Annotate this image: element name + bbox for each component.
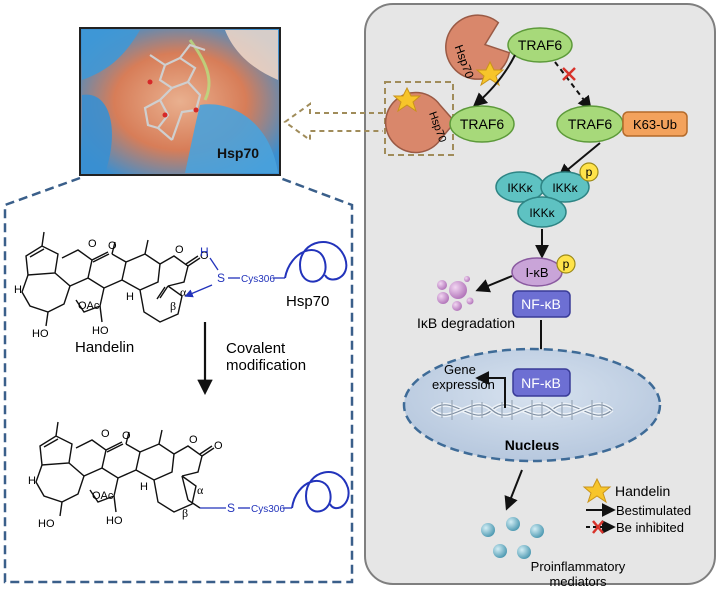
nucleus-label: Nucleus — [505, 437, 560, 453]
proinflammatory-label-1: Proinflammatory — [531, 559, 626, 574]
bot-o-3: O — [189, 434, 198, 446]
step-label-2: modification — [226, 357, 306, 374]
gene-expression-arrow — [475, 371, 506, 408]
k63-ub-box: K63-Ub — [622, 111, 688, 137]
legend: Handelin Bestimulated Be inhibited — [582, 477, 691, 535]
phospho-ikb-label: p — [563, 257, 570, 271]
traf6-top: TRAF6 — [507, 27, 573, 63]
ikb-degradation-label: IκB degradation — [417, 315, 515, 331]
legend-stimulated: Bestimulated — [616, 503, 691, 518]
ikb-label: I-κB — [525, 265, 548, 280]
nfkb-cyto: NF-κB — [512, 290, 571, 318]
traf6-complex: TRAF6 — [449, 105, 515, 143]
legend-handelin: Handelin — [615, 483, 670, 499]
attack-arrow — [184, 284, 213, 298]
proinflammatory-label-2: mediators — [549, 574, 607, 589]
top-h-2: H — [126, 291, 134, 303]
arrow-to-mediators — [504, 469, 523, 511]
handelin-structure-bottom — [35, 421, 215, 517]
hsp70-coil-top-icon — [284, 241, 348, 283]
nfkb-cyto-label: NF-κB — [521, 296, 561, 312]
ikb: I-κB — [511, 257, 563, 287]
handelin-structure-top — [21, 231, 201, 327]
inhibit-x-icon — [562, 67, 576, 81]
mediators-icon — [481, 517, 544, 559]
cys-label-top: Cys306 — [241, 274, 275, 285]
legend-star-icon — [582, 477, 612, 504]
bot-o-1: O — [101, 428, 110, 440]
top-o-1: O — [88, 238, 97, 250]
handelin-star-complex — [392, 86, 422, 113]
top-o-3: O — [175, 244, 184, 256]
bot-alpha: α — [197, 483, 204, 497]
molecular-docking-image: Hsp70 — [79, 27, 281, 176]
phospho-badge-ikk: p — [579, 162, 599, 182]
handelin-label: Handelin — [75, 339, 134, 356]
top-h-1: H — [14, 284, 22, 296]
top-ho-1: HO — [32, 328, 49, 340]
top-alpha: α — [180, 285, 187, 299]
cys-thiol-group: H S Cys306 Hsp70 — [184, 241, 348, 310]
cys-h-label: H — [200, 245, 209, 259]
dna-helix-icon — [430, 400, 614, 420]
arrow-inhibited-ub — [554, 61, 592, 111]
chem-hsp70-label: Hsp70 — [286, 293, 329, 310]
legend-inhibit-x-icon — [592, 520, 604, 534]
cys-s-label-product: S — [227, 501, 235, 515]
arrow-ub-to-ikk — [557, 142, 601, 178]
bot-beta: β — [182, 506, 188, 520]
phospho-badge-ikb: p — [556, 254, 576, 274]
bot-oac: OAc — [92, 490, 114, 502]
top-oac: OAc — [78, 300, 100, 312]
traf6-top-label: TRAF6 — [518, 37, 563, 53]
ikk-complex: IKKκ IKKκ IKKκ — [495, 171, 590, 228]
cys-s-label: S — [217, 271, 225, 285]
molecular-view-label: Hsp70 — [217, 145, 259, 161]
degradation-icon — [437, 276, 474, 311]
gene-expression-label-1: Gene — [444, 362, 476, 377]
nfkb-nuc: NF-κB — [512, 368, 571, 397]
bot-o-2: O — [122, 430, 131, 442]
legend-inhibited: Be inhibited — [616, 520, 684, 535]
bot-o-4: O — [214, 440, 223, 452]
bot-ho-1: HO — [38, 518, 55, 530]
top-o-4: O — [200, 250, 209, 262]
nfkb-nuc-label: NF-κB — [521, 375, 561, 391]
ikk-1-label: IKKκ — [507, 181, 533, 195]
ikk-3-label: IKKκ — [529, 206, 555, 220]
bot-h-2: H — [140, 481, 148, 493]
arrow-ikb-degradation — [475, 275, 513, 293]
bot-ho-2: HO — [106, 515, 123, 527]
hsp70-coil-bottom-icon — [291, 471, 350, 513]
traf6-complex-label: TRAF6 — [460, 116, 505, 132]
handelin-star-top — [475, 60, 505, 87]
cys-label-product: Cys306 — [251, 504, 285, 515]
product-cys-linkage: S Cys306 — [200, 471, 350, 515]
traf6-ub: TRAF6 — [556, 105, 624, 143]
top-beta: β — [170, 299, 176, 313]
top-o-2: O — [108, 240, 117, 252]
gene-expression-label-2: expression — [432, 377, 495, 392]
bot-h-1: H — [28, 475, 36, 487]
k63-ub-label: K63-Ub — [633, 117, 677, 132]
top-ho-2: HO — [92, 325, 109, 337]
traf6-ub-label: TRAF6 — [568, 116, 613, 132]
ikk-2-label: IKKκ — [552, 181, 578, 195]
step-label-1: Covalent — [226, 340, 286, 357]
callout-dashed-box — [3, 176, 354, 584]
phospho-ikk-label: p — [586, 165, 593, 179]
callout-arrow-left — [283, 102, 383, 142]
arrow-traf6-to-complex — [472, 54, 516, 107]
